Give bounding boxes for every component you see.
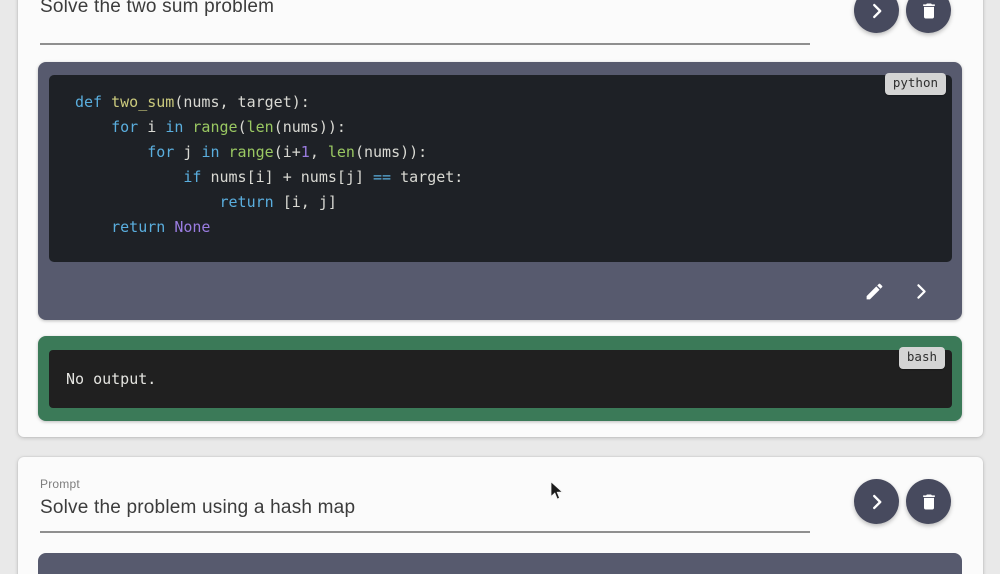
run-cell-button[interactable]: [854, 0, 899, 33]
edit-code-button[interactable]: [864, 281, 885, 305]
code-block-container: python def two_sum(nums, target): for i …: [38, 62, 962, 320]
trash-icon: [919, 492, 939, 512]
chevron-right-icon: [866, 491, 888, 513]
chevron-right-icon: [866, 0, 888, 22]
code-line: if nums[i] + nums[j] == target:: [183, 168, 464, 186]
output-console: bash No output.: [49, 347, 952, 408]
prompt-field-underline: [40, 531, 810, 533]
code-line: def two_sum(nums, target):: [75, 93, 310, 111]
chevron-right-icon: [911, 284, 932, 305]
language-badge: python: [884, 73, 946, 95]
pencil-icon: [864, 283, 885, 305]
run-cell-button[interactable]: [854, 479, 899, 524]
output-block-container: bash No output.: [38, 336, 962, 421]
code-editor: python def two_sum(nums, target): for i …: [49, 73, 952, 262]
code-line: return None: [111, 218, 211, 236]
run-code-button[interactable]: [911, 281, 932, 305]
cell-card-hash-map: Prompt Solve the problem using a hash ma…: [18, 457, 983, 583]
code-line: for i in range(len(nums)):: [111, 118, 346, 136]
prompt-field-label: Prompt: [40, 477, 80, 491]
code-actions: [864, 281, 932, 305]
delete-cell-button[interactable]: [906, 479, 951, 524]
output-text: No output.: [66, 370, 157, 388]
prompt-text-field[interactable]: Solve the two sum problem: [40, 0, 275, 17]
prompt-field-underline: [40, 43, 810, 45]
delete-cell-button[interactable]: [906, 0, 951, 33]
prompt-text-field[interactable]: Solve the problem using a hash map: [40, 497, 356, 518]
cell-card-two-sum: Solve the two sum problem python def two…: [18, 0, 983, 437]
language-badge: bash: [898, 347, 945, 369]
trash-icon: [919, 1, 939, 21]
code-lines: def two_sum(nums, target): for i in rang…: [49, 75, 952, 240]
code-line: for j in range(i+1, len(nums)):: [147, 143, 428, 161]
code-line: return [i, j]: [219, 193, 337, 211]
viewport-bottom-edge: [0, 574, 1000, 583]
